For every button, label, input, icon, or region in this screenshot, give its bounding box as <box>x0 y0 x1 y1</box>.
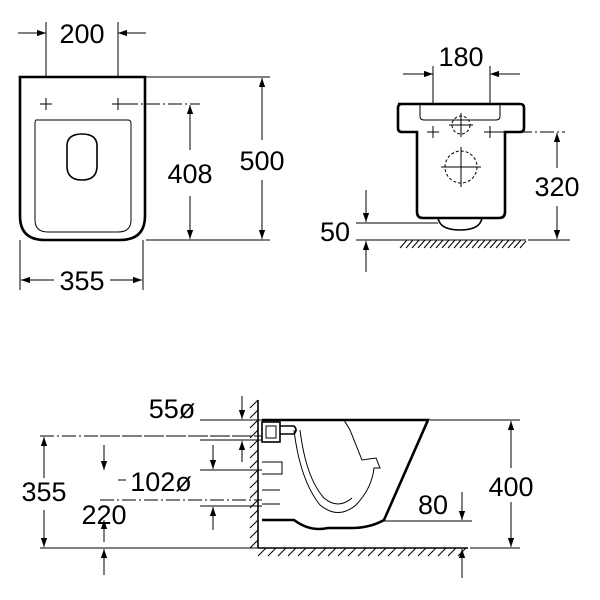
dimension-side-total-height: 400 <box>430 419 534 549</box>
dim-side-outlet-height: 355 <box>21 477 66 507</box>
dimension-hole-spacing: 200 <box>18 19 146 78</box>
dimension-width: 355 <box>19 240 144 296</box>
toilet-side-outline <box>262 418 430 531</box>
dim-front-hole-spacing: 180 <box>438 42 483 72</box>
dim-front-outlet-height: 320 <box>534 172 579 202</box>
pipe-positions <box>441 113 481 187</box>
dimension-outlet-diameter: 102ø <box>118 445 262 530</box>
side-view: 55ø 102ø 355 220 8 <box>21 394 534 578</box>
dim-top-width: 355 <box>59 266 104 296</box>
dimension-inlet-diameter: 55ø <box>149 394 262 462</box>
dim-side-inlet-diameter: 55ø <box>149 394 196 424</box>
mounting-holes <box>40 98 200 110</box>
mounting-holes <box>427 126 565 138</box>
dim-front-floor-clearance: 50 <box>320 217 350 247</box>
dim-side-outlet-diameter: 102ø <box>130 467 192 497</box>
dimension-length: 500 <box>146 76 285 241</box>
dimension-front-outlet-height: 320 <box>528 133 580 241</box>
dim-top-hole-spacing: 200 <box>59 19 104 49</box>
front-view: 180 320 50 <box>320 42 580 272</box>
dim-side-total-height: 400 <box>488 472 533 502</box>
toilet-seat-outline <box>18 75 147 242</box>
dim-top-hole-depth: 408 <box>167 159 212 189</box>
dim-side-inlet-height: 220 <box>81 500 126 530</box>
wall-hatch <box>249 399 259 549</box>
floor-hatch <box>398 239 527 249</box>
dimension-hole-depth: 408 <box>167 105 213 241</box>
dimension-floor-clearance: 50 <box>320 190 438 272</box>
dimension-front-hole-spacing: 180 <box>403 42 520 104</box>
dimension-bowl-height: 80 <box>384 490 472 578</box>
toilet-front-outline <box>396 102 526 231</box>
dim-side-bowl-height: 80 <box>418 490 448 520</box>
pipe-connections <box>261 421 297 505</box>
dimension-side-inlet-height: 220 <box>81 445 127 575</box>
top-view: 200 355 408 500 <box>18 19 285 296</box>
floor-line <box>257 547 468 557</box>
dimension-side-outlet-height: 355 <box>21 437 258 549</box>
dim-top-length: 500 <box>239 146 284 176</box>
